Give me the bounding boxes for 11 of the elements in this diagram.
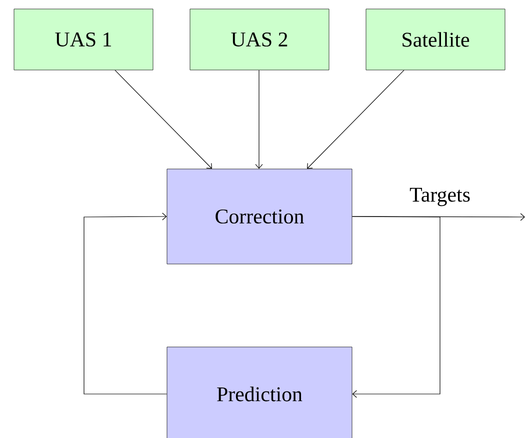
arrow <box>352 216 440 398</box>
arrow <box>114 70 212 169</box>
source-box: UAS 1 <box>14 8 154 70</box>
edge-label: Targets <box>408 186 472 208</box>
arrow <box>307 70 404 169</box>
arrow <box>84 212 168 394</box>
source-box: UAS 2 <box>190 8 330 70</box>
process-box: Correction <box>166 168 352 264</box>
arrow <box>255 70 263 169</box>
source-box: Satellite <box>366 8 506 70</box>
process-box: Prediction <box>166 346 352 438</box>
